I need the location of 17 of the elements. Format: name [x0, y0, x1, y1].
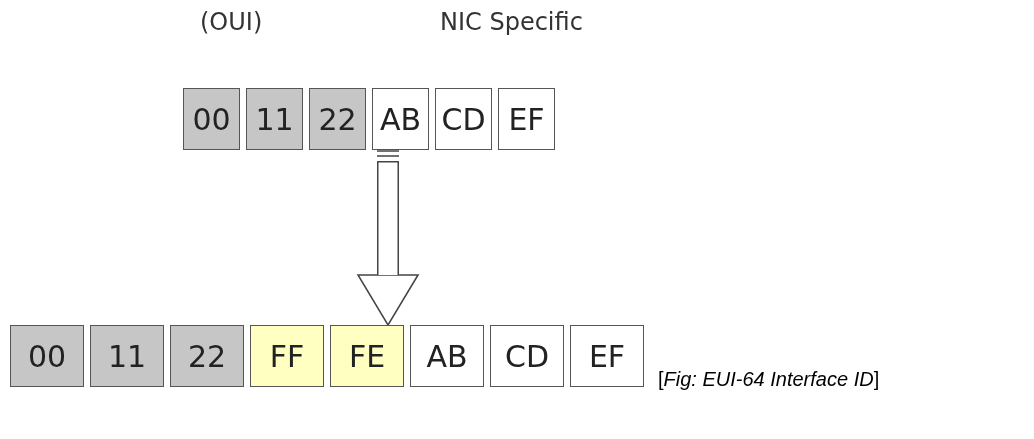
byte-box: 22: [170, 325, 244, 387]
byte-box: FE: [330, 325, 404, 387]
byte-box: CD: [490, 325, 564, 387]
byte-box: 00: [183, 88, 240, 150]
byte-box: CD: [435, 88, 492, 150]
byte-box: 22: [309, 88, 366, 150]
field-label: (OUI): [200, 8, 263, 36]
byte-box: FF: [250, 325, 324, 387]
byte-box: EF: [498, 88, 555, 150]
byte-box: AB: [372, 88, 429, 150]
byte-box: 11: [90, 325, 164, 387]
figure-caption: [Fig: EUI-64 Interface ID]: [658, 368, 880, 391]
byte-box: 11: [246, 88, 303, 150]
byte-box: 00: [10, 325, 84, 387]
byte-box: EF: [570, 325, 644, 387]
field-label: NIC Specific: [440, 8, 583, 36]
byte-box: AB: [410, 325, 484, 387]
